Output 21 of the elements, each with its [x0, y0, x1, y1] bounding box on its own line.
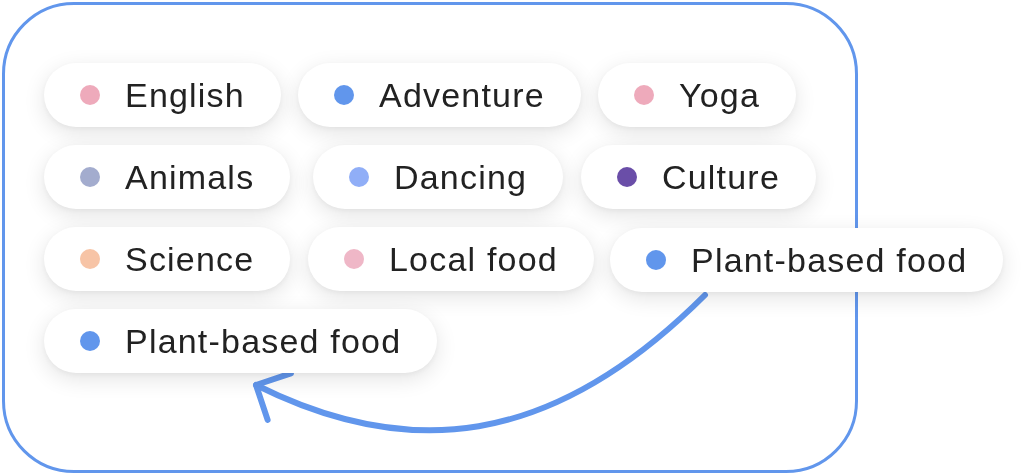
- chip-label: Dancing: [394, 160, 528, 194]
- chip-label: Adventure: [379, 78, 545, 112]
- chip-label: Local food: [389, 242, 558, 276]
- tag-chip: [610, 228, 1004, 292]
- tag-chip: [44, 227, 291, 291]
- tag-chip: [308, 227, 594, 291]
- chip-label: English: [125, 78, 245, 112]
- tag-chip: [44, 63, 281, 127]
- tag-chip: [598, 63, 797, 127]
- tag-chip: [313, 145, 564, 209]
- curved-arrow: [253, 292, 708, 434]
- tag-chip: [298, 63, 581, 127]
- chip-label: Science: [125, 242, 255, 276]
- chip-label: Animals: [125, 160, 255, 194]
- tag-chip: [44, 309, 438, 373]
- tag-chip: [581, 145, 816, 209]
- chip-label: Plant-based food: [125, 324, 402, 358]
- chip-label: Culture: [662, 160, 780, 194]
- chip-label: Yoga: [679, 78, 761, 112]
- tag-chip: [44, 145, 291, 209]
- chip-label: Plant-based food: [691, 243, 968, 277]
